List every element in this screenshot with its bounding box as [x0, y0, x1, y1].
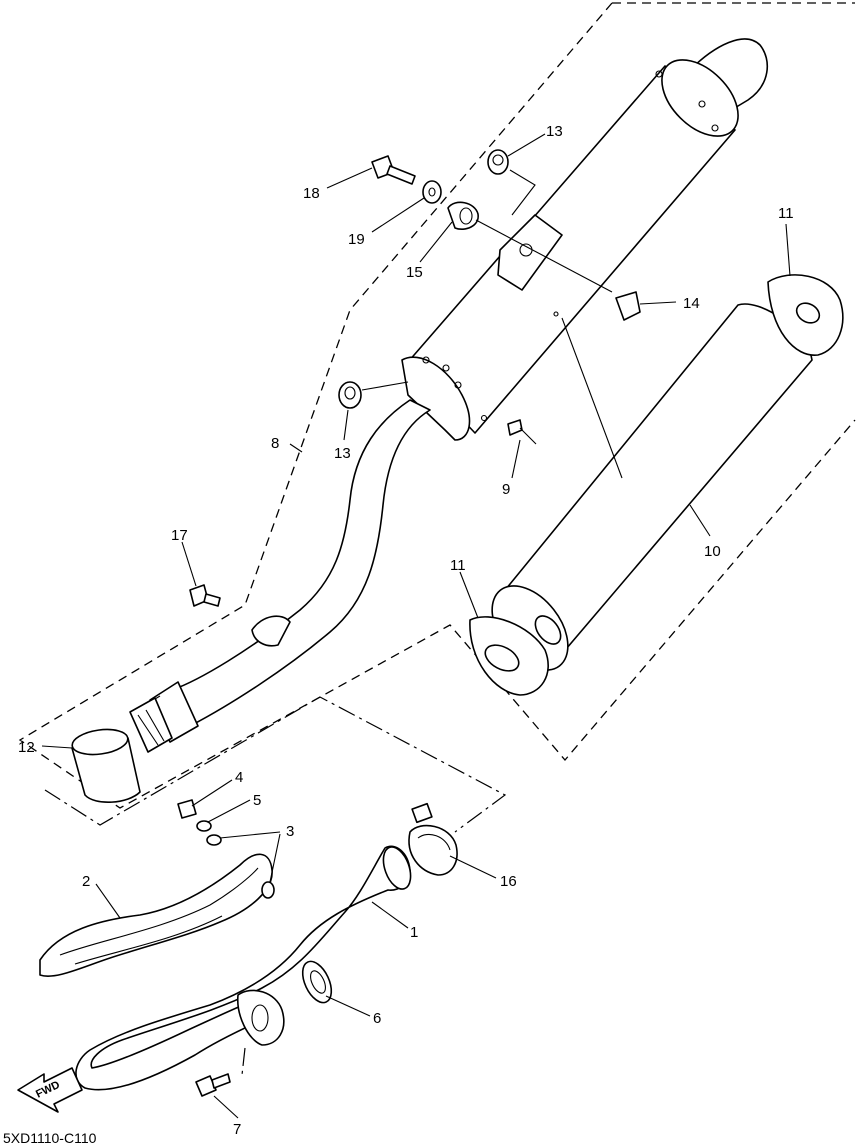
callout-4: 4: [235, 769, 243, 786]
callout-14: 14: [683, 295, 700, 312]
callout-15: 15: [406, 264, 423, 281]
leader-lines: [41, 133, 791, 1119]
heat-protector: [39, 853, 273, 977]
callout-11-rear: 11: [778, 205, 794, 222]
callout-5: 5: [253, 792, 261, 809]
callout-1: 1: [410, 924, 418, 941]
exhaust-header-pipe: [75, 845, 412, 1091]
callout-3: 3: [286, 823, 294, 840]
drawing-code: 5XD1110-C110: [3, 1130, 97, 1146]
gasket-front: [469, 616, 549, 696]
hardware: [177, 149, 641, 1097]
forward-arrow-icon: FWD: [17, 1067, 83, 1113]
callout-17: 17: [171, 527, 188, 544]
callout-18: 18: [303, 185, 320, 202]
callout-16: 16: [500, 873, 517, 890]
callout-13-lower: 13: [334, 445, 351, 462]
pipe-clamp: [408, 802, 458, 876]
joint-gasket: [71, 728, 141, 804]
silencer-assembly: [401, 38, 768, 441]
callout-13-upper: 13: [546, 123, 563, 140]
callout-8: 8: [271, 435, 279, 452]
header-gasket: [301, 960, 333, 1004]
callout-7: 7: [233, 1121, 241, 1138]
gasket-rear: [767, 274, 844, 356]
assembly-boundary: [18, 2, 856, 809]
callout-10: 10: [704, 543, 721, 560]
callout-9: 9: [502, 481, 510, 498]
silencer-inlet-pipe: [129, 399, 431, 753]
callout-11-front: 11: [450, 557, 466, 574]
callout-12: 12: [18, 739, 35, 756]
reference-lines: [44, 696, 507, 1076]
callout-19: 19: [348, 231, 365, 248]
callouts: 1 2 3 4 5 6 7 8 9 10 11 11 12 13 13 14 1…: [18, 123, 794, 1138]
callout-2: 2: [82, 873, 90, 890]
callout-6: 6: [373, 1010, 381, 1027]
